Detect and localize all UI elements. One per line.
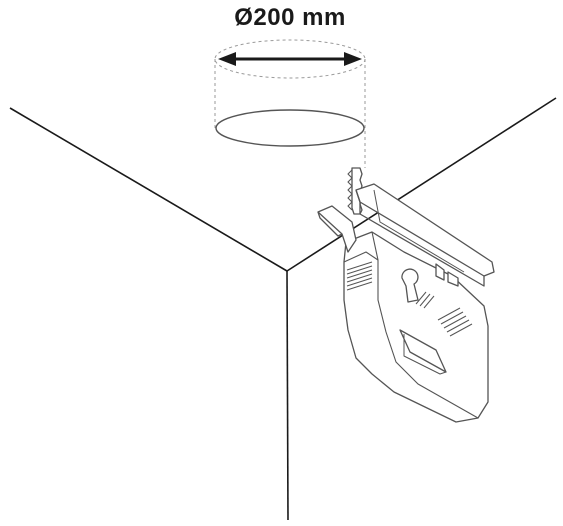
middle-slots: [415, 291, 435, 309]
diameter-arrow: [218, 52, 362, 66]
corner-right-edge: [286, 97, 557, 272]
diameter-label: Ø200 mm: [234, 4, 346, 31]
side-grip-ridges: [346, 261, 373, 291]
arrow-head-right: [344, 52, 362, 66]
arrow-head-left: [218, 52, 236, 66]
room-corner: [9, 97, 557, 521]
corner-vertical-edge: [286, 270, 289, 521]
jigsaw-front-lever: [317, 205, 357, 253]
corner-left-edge: [9, 107, 288, 272]
cutout-cylinder: [214, 39, 366, 168]
right-grip-ridges: [437, 307, 473, 337]
keyhole-icon: [401, 268, 419, 303]
jigsaw-icon: [317, 167, 495, 423]
cutout-hole: [215, 109, 365, 147]
